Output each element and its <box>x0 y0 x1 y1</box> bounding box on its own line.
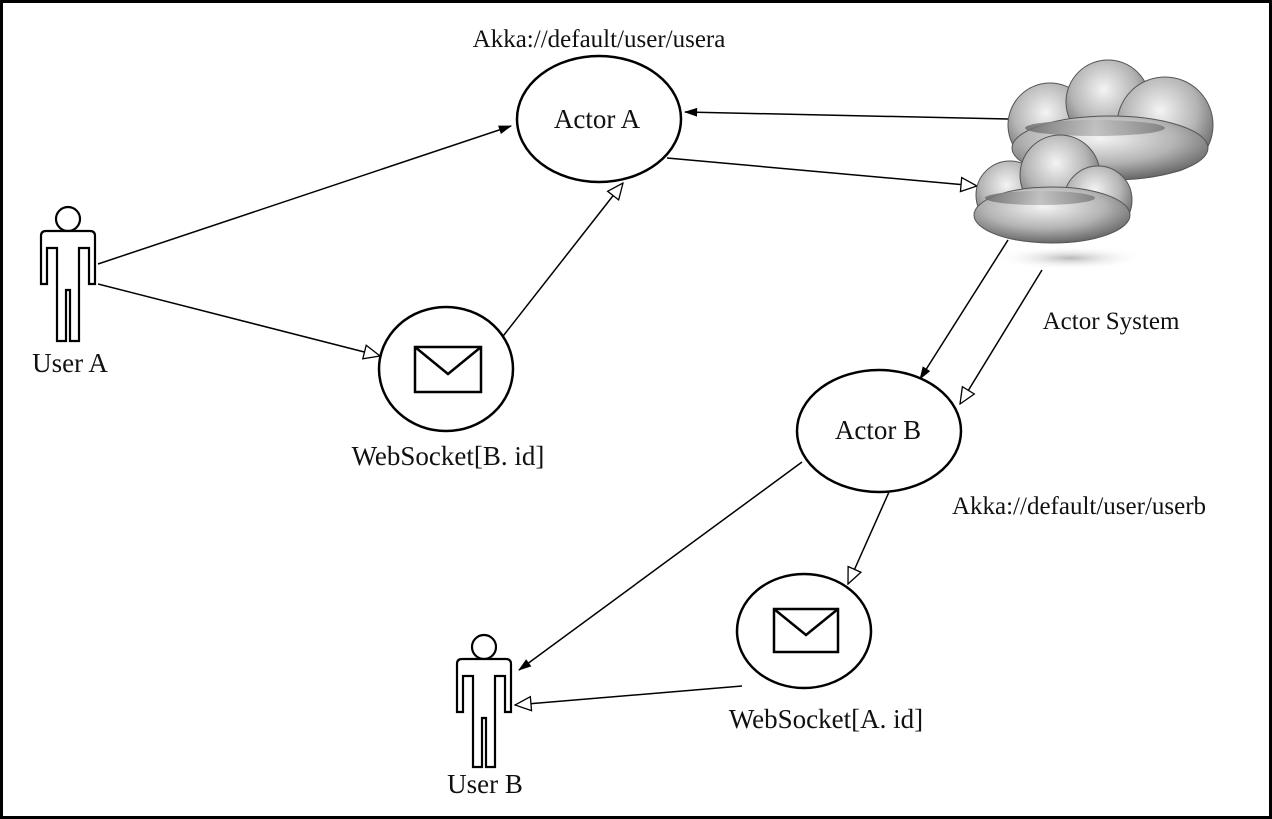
envelope-icon <box>413 345 483 394</box>
envelope-icon <box>772 607 840 654</box>
websocket-b-label: WebSocket[B. id] <box>352 441 545 471</box>
arrow-cloud-to-actor-b-hollow <box>960 269 1043 404</box>
actor-b-path: Akka://default/user/userb <box>952 493 1206 520</box>
arrow-user-a-to-actor-a <box>97 125 513 265</box>
arrow-actor-a-to-cloud <box>666 157 977 186</box>
connectors <box>97 107 1043 705</box>
user-b-label: User B <box>447 769 523 799</box>
actor-a-label: Actor A <box>554 104 641 134</box>
arrow-websocket-b-to-actor-a <box>499 183 623 341</box>
cloud-icon <box>973 59 1214 270</box>
actor-a-path: Akka://default/user/usera <box>473 26 726 53</box>
person-icon <box>455 633 513 769</box>
arrow-actor-b-to-websocket-a <box>847 491 890 584</box>
actor-b-node: Actor B <box>795 368 963 494</box>
arrow-actor-b-to-user-b <box>518 461 803 671</box>
websocket-a-label: WebSocket[A. id] <box>729 704 923 734</box>
arrow-user-a-to-websocket-b <box>97 283 380 356</box>
user-a-label: User A <box>32 348 108 378</box>
actor-system-label: Actor System <box>1043 308 1180 335</box>
arrow-websocket-a-to-user-b <box>515 685 743 705</box>
arrow-cloud-to-actor-a <box>683 107 1009 120</box>
websocket-b-node <box>377 305 515 433</box>
actor-a-node: Actor A <box>515 54 683 184</box>
arrow-cloud-to-actor-b <box>919 239 1009 380</box>
websocket-a-node <box>735 572 873 690</box>
person-icon <box>39 205 97 343</box>
actor-b-label: Actor B <box>835 415 921 445</box>
